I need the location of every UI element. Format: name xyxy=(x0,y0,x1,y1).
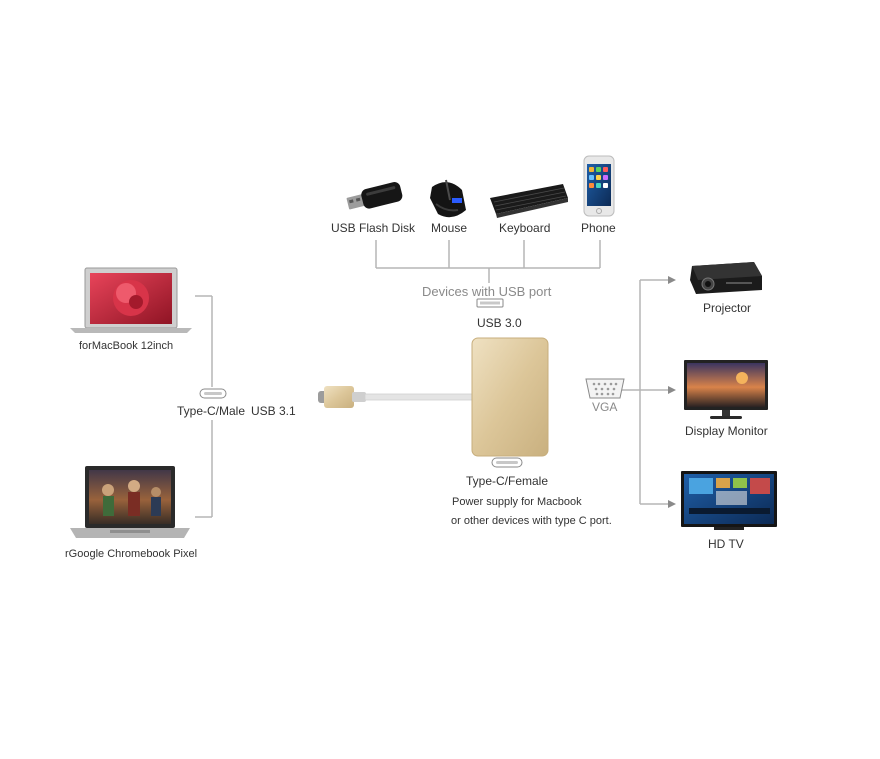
gaming-mouse-icon xyxy=(430,179,466,218)
chromebook-laptop-icon xyxy=(70,466,190,538)
label-chromebook: rGoogle Chromebook Pixel xyxy=(65,548,198,560)
usb-flash-disk-icon xyxy=(346,182,403,210)
vga-port-icon xyxy=(585,378,625,399)
label-macbook: forMacBook 12inch xyxy=(79,340,174,352)
label-devices-with-usb-port: Devices with USB port xyxy=(422,284,552,299)
usb-port-icon xyxy=(476,298,504,308)
smartphone-icon xyxy=(583,155,615,217)
label-typec-male: Type-C/Male xyxy=(177,404,246,418)
vga-bracket-lines xyxy=(622,279,668,505)
label-vga: VGA xyxy=(592,400,618,414)
label-projector: Projector xyxy=(703,301,752,315)
usb-bracket-lines xyxy=(375,240,601,283)
keyboard-icon xyxy=(490,184,568,218)
label-usb-port-spec: USB 3.0 xyxy=(477,316,522,330)
typec-female-port-icon xyxy=(491,457,523,468)
projector-icon xyxy=(690,262,762,294)
macbook-laptop-icon xyxy=(70,267,192,333)
label-usb-spec: USB 3.1 xyxy=(251,404,296,418)
typec-male-connector-icon xyxy=(199,388,227,399)
display-monitor-icon xyxy=(684,360,768,419)
label-keyboard: Keyboard xyxy=(499,221,551,235)
label-power-supply-line1: Power supply for Macbook xyxy=(452,496,582,508)
label-hd-tv: HD TV xyxy=(708,537,744,551)
arrowheads xyxy=(668,276,676,508)
label-power-supply-line2: or other devices with type C port. xyxy=(451,515,612,527)
hd-tv-icon xyxy=(681,471,777,530)
label-phone: Phone xyxy=(581,221,616,235)
label-mouse: Mouse xyxy=(431,221,468,235)
usb-c-hub-device xyxy=(471,337,549,457)
typec-bracket-lines xyxy=(195,295,213,518)
label-typec-female: Type-C/Female xyxy=(466,474,549,488)
label-display-monitor: Display Monitor xyxy=(685,424,768,438)
label-usb-flash-disk: USB Flash Disk xyxy=(331,221,416,235)
usb-c-cable xyxy=(318,386,473,408)
